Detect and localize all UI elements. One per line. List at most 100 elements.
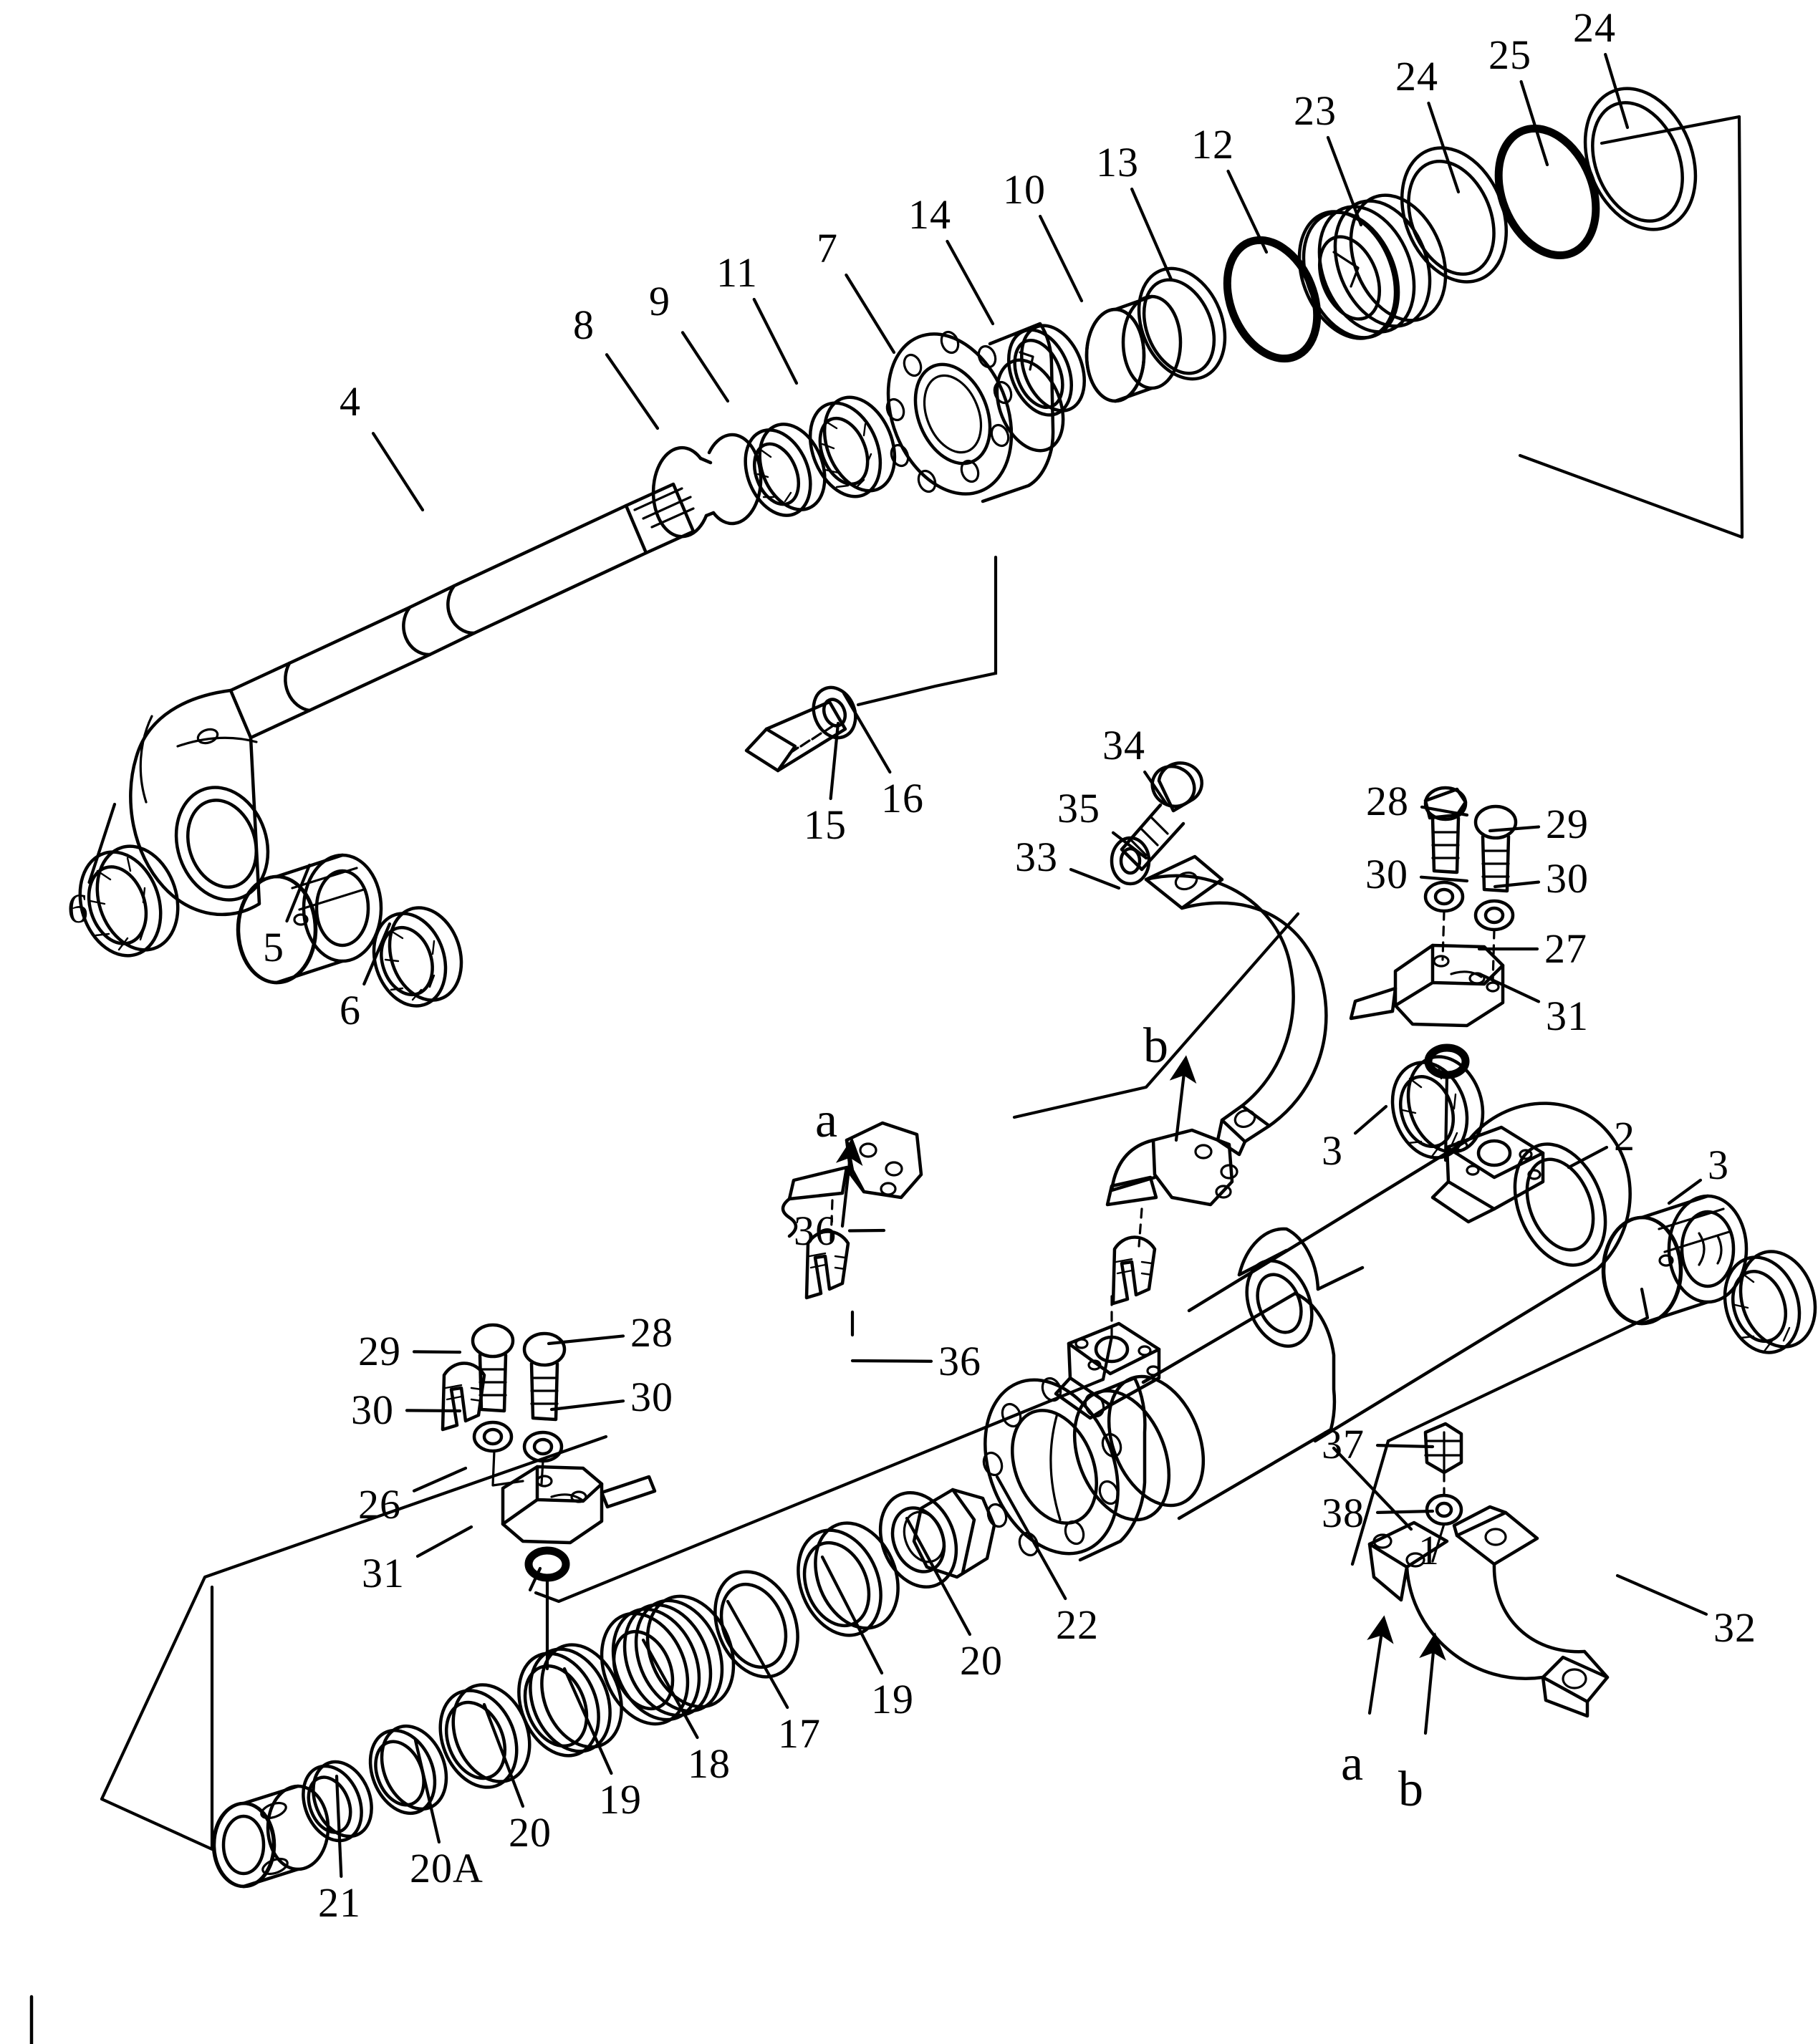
- part-29-bolt-left: [471, 1323, 515, 1413]
- leader-1: [1332, 1446, 1413, 1531]
- leader-6: [362, 922, 392, 986]
- leader-30: [1493, 880, 1541, 889]
- callout-33: 33: [1015, 834, 1058, 880]
- section-marker-b: b: [1143, 1018, 1168, 1074]
- callout-3: 3: [1322, 1127, 1343, 1174]
- callout-5: 5: [263, 924, 284, 970]
- part-35-washer: [1110, 836, 1151, 886]
- part-23-seal-stack: [1297, 193, 1448, 340]
- callout-21: 21: [318, 1879, 361, 1926]
- callout-32: 32: [1713, 1604, 1756, 1651]
- leader-13: [1130, 187, 1173, 281]
- section-marker-arrows: [835, 1055, 1446, 1735]
- leader-22: [995, 1475, 1067, 1601]
- leader-19: [562, 1667, 613, 1775]
- leader-30: [1419, 875, 1469, 883]
- callout-30: 30: [351, 1387, 394, 1433]
- part-17-piston-seal: [600, 1594, 736, 1726]
- callout-38: 38: [1322, 1490, 1365, 1536]
- callout-29: 29: [1546, 801, 1589, 847]
- part-30-washer-left-b: [522, 1430, 564, 1463]
- callout-19: 19: [871, 1676, 914, 1722]
- leader-17: [726, 1599, 789, 1710]
- part-19-ring-upper: [713, 1570, 799, 1679]
- part-24-backup-ring-right: [1583, 87, 1698, 231]
- callout-19: 19: [599, 1776, 642, 1823]
- leader-31: [415, 1525, 473, 1558]
- part-28-bolt-right-a: [1423, 786, 1468, 874]
- part-20A-ring: [302, 1760, 373, 1843]
- part-33-clamp-band: [1144, 854, 1328, 1157]
- hose-line-a: [781, 1197, 798, 1238]
- part-7-cylinder-head: [885, 322, 1065, 503]
- section-arrow-a: [1367, 1615, 1394, 1715]
- part-9-seal-ring: [744, 423, 827, 517]
- callout-35: 35: [1057, 785, 1100, 831]
- part-6-bearing-right: [372, 906, 463, 1008]
- kit-bracket-top-right: [1518, 115, 1744, 539]
- callout-31: 31: [1546, 993, 1589, 1039]
- callout-8: 8: [573, 302, 595, 348]
- leader-23: [1326, 135, 1363, 227]
- leader-3: [1353, 1104, 1388, 1135]
- kit-bracket-lower-left: [100, 1435, 608, 1851]
- callout-24: 24: [1395, 53, 1438, 100]
- callout-20: 20: [960, 1637, 1003, 1684]
- part-5-bushing: [236, 853, 383, 985]
- callout-20A: 20A: [410, 1845, 484, 1891]
- callout-15: 15: [804, 801, 847, 848]
- part-18-ring: [517, 1643, 623, 1758]
- callout-1: 1: [1418, 1527, 1440, 1573]
- leader-24: [1604, 52, 1630, 130]
- leader-28: [547, 1334, 625, 1346]
- callout-28: 28: [630, 1309, 673, 1356]
- assembly-line-36-b: [1138, 1207, 1143, 1248]
- callout-30: 30: [630, 1374, 673, 1420]
- part-2-bushing-right: [1601, 1194, 1749, 1326]
- callout-12: 12: [1191, 121, 1234, 168]
- callout-36: 36: [794, 1207, 837, 1254]
- leader-9: [680, 331, 730, 403]
- assembly-line-26b: [540, 1460, 544, 1485]
- part-6-bearing-left: [78, 844, 180, 958]
- callout-4: 4: [340, 378, 361, 425]
- callout-16: 16: [881, 775, 924, 821]
- callout-30: 30: [1546, 855, 1589, 902]
- assembly-line-38-band: [1431, 1523, 1446, 1563]
- callout-25: 25: [1488, 32, 1531, 78]
- kit-bracket-mid: [534, 1334, 1114, 1604]
- assembly-line-28: [1441, 910, 1446, 961]
- callout-2: 2: [1614, 1113, 1635, 1160]
- part-3-bearing-right: [1723, 1250, 1817, 1354]
- leader-31: [1481, 973, 1541, 1003]
- kit-bracket-upper-left-group: [528, 1566, 542, 1592]
- callout-28: 28: [1366, 778, 1409, 824]
- part-32-clamp-band: [1367, 1505, 1610, 1718]
- leader-head-to-washer: [856, 555, 998, 707]
- leader-16: [842, 691, 892, 774]
- callout-20: 20: [509, 1809, 552, 1856]
- callout-24: 24: [1573, 4, 1616, 51]
- part-11-bearing: [808, 395, 897, 498]
- leader-20: [905, 1516, 972, 1636]
- part-30-washer-left-a: [472, 1420, 514, 1453]
- leader-24: [1427, 101, 1461, 194]
- leader-32: [1615, 1573, 1708, 1616]
- section-arrow-b: [1419, 1632, 1446, 1735]
- callout-36: 36: [938, 1338, 981, 1384]
- callout-6: 6: [340, 987, 361, 1033]
- leader-3: [1667, 1178, 1703, 1205]
- part-13-backup-ring: [1137, 266, 1227, 381]
- part-34-bolt: [1120, 761, 1204, 872]
- part-10-bushing: [1084, 294, 1183, 403]
- section-marker-a: a: [815, 1093, 838, 1148]
- kit-bracket-tube-right: [1350, 1287, 1650, 1566]
- callout-23: 23: [1294, 87, 1337, 134]
- callout-30: 30: [1365, 851, 1408, 897]
- leader-14: [946, 239, 995, 326]
- part-25-o-ring: [1494, 124, 1600, 260]
- callout-9: 9: [649, 278, 670, 324]
- callout-14: 14: [908, 191, 951, 238]
- part-19-ring-lower: [438, 1683, 532, 1789]
- leader-19: [820, 1555, 884, 1675]
